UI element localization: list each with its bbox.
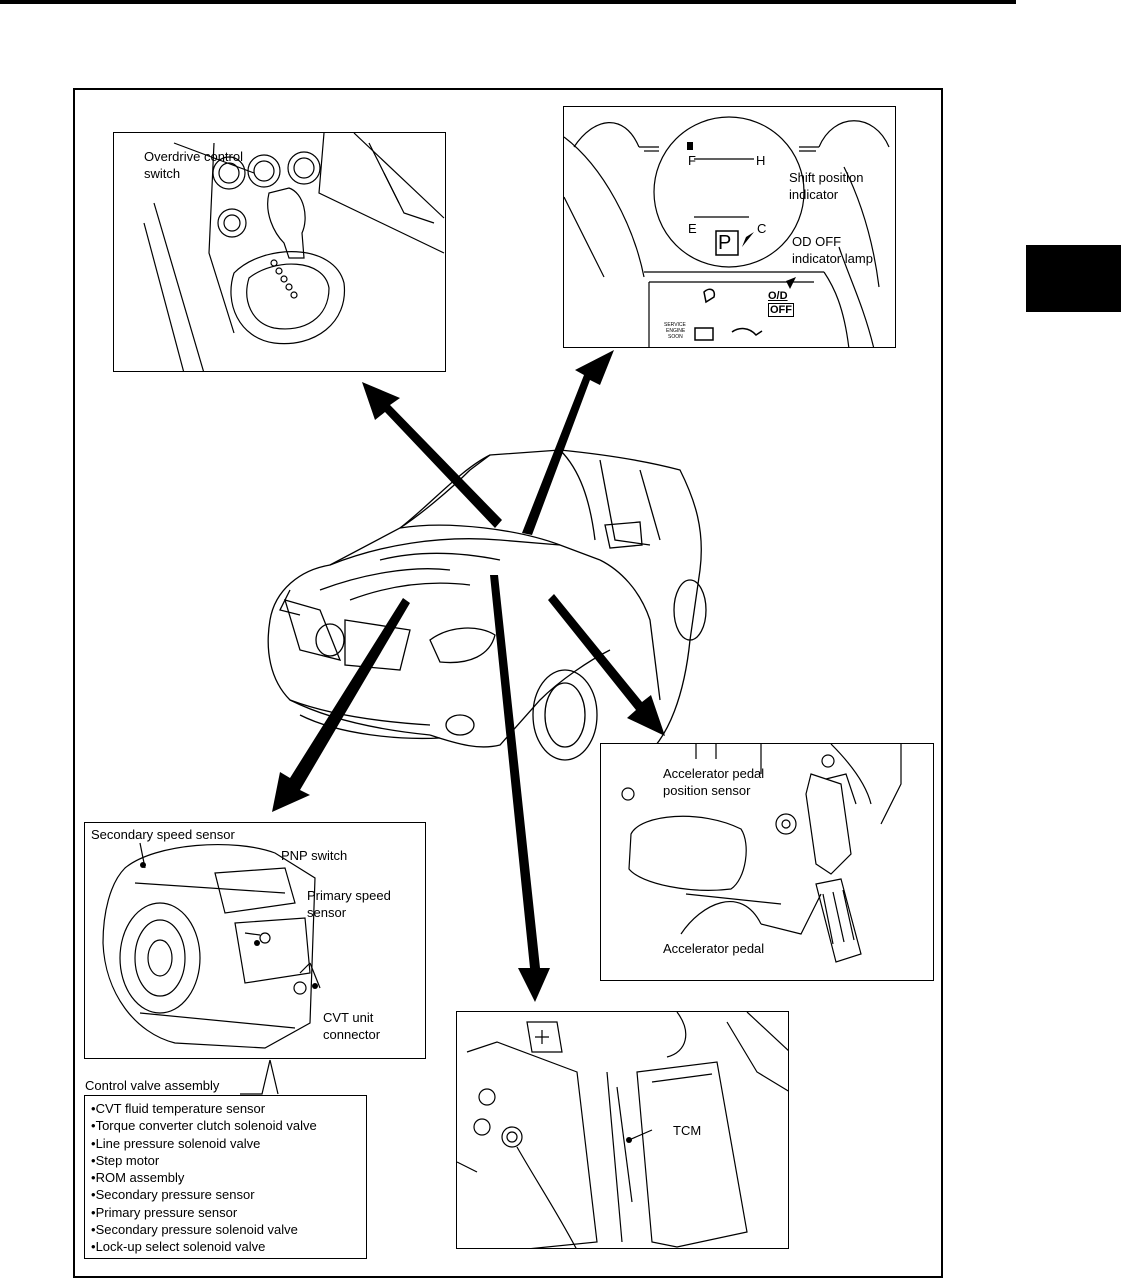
header-rule (0, 0, 1016, 4)
overdrive-switch-label: Overdrive control switch (144, 149, 243, 181)
accel-sensor-label: Accelerator pedal position sensor (663, 766, 765, 798)
panel-transaxle: Secondary speed sensor PNP switch Primar… (84, 822, 426, 1059)
cvt-connector-label: CVT unit connector (323, 1010, 381, 1042)
section-tab (1026, 245, 1121, 312)
shift-indicator-label: Shift position indicator (789, 170, 864, 202)
list-item: CVT fluid temperature sensor (91, 1100, 366, 1117)
od-lamp-bottom: OFF (768, 303, 794, 317)
panel-shift-lever: Overdrive control switch (113, 132, 446, 372)
service-text-3: SOON (668, 334, 683, 340)
temp-hot-label: H (756, 153, 766, 168)
panel-tcm: TCM (456, 1011, 789, 1249)
primary-speed-label: Primary speed sensor (307, 888, 391, 920)
control-valve-list: CVT fluid temperature sensor Torque conv… (84, 1095, 367, 1259)
panel-instrument-cluster: F E H C P Shift position indicator OD OF… (563, 106, 896, 348)
panel-accelerator-pedal: Accelerator pedal position sensor Accele… (600, 743, 934, 981)
list-item: ROM assembly (91, 1169, 366, 1186)
control-valve-label: Control valve assembly (85, 1078, 220, 1093)
od-lamp-top: O/D (768, 290, 788, 302)
accel-pedal-label: Accelerator pedal (663, 941, 765, 956)
service-text-2: ENGINE (666, 328, 686, 334)
service-text-1: SERVICE (664, 322, 686, 328)
temp-cold-label: C (757, 221, 767, 236)
fuel-full-label: F (688, 153, 696, 168)
list-item: Torque converter clutch solenoid valve (91, 1117, 366, 1134)
gear-indicator: P (718, 232, 732, 254)
diagram-frame (73, 88, 943, 1278)
od-off-lamp-label: OD OFF indicator lamp (792, 234, 873, 266)
tcm-label: TCM (673, 1123, 702, 1138)
list-item: Lock-up select solenoid valve (91, 1238, 366, 1255)
list-item: Line pressure solenoid valve (91, 1135, 366, 1152)
secondary-speed-label: Secondary speed sensor (91, 827, 235, 842)
list-item: Step motor (91, 1152, 366, 1169)
list-item: Primary pressure sensor (91, 1204, 366, 1221)
fuel-empty-label: E (688, 221, 697, 236)
list-item: Secondary pressure sensor (91, 1186, 366, 1203)
list-item: Secondary pressure solenoid valve (91, 1221, 366, 1238)
pnp-switch-label: PNP switch (281, 848, 348, 863)
